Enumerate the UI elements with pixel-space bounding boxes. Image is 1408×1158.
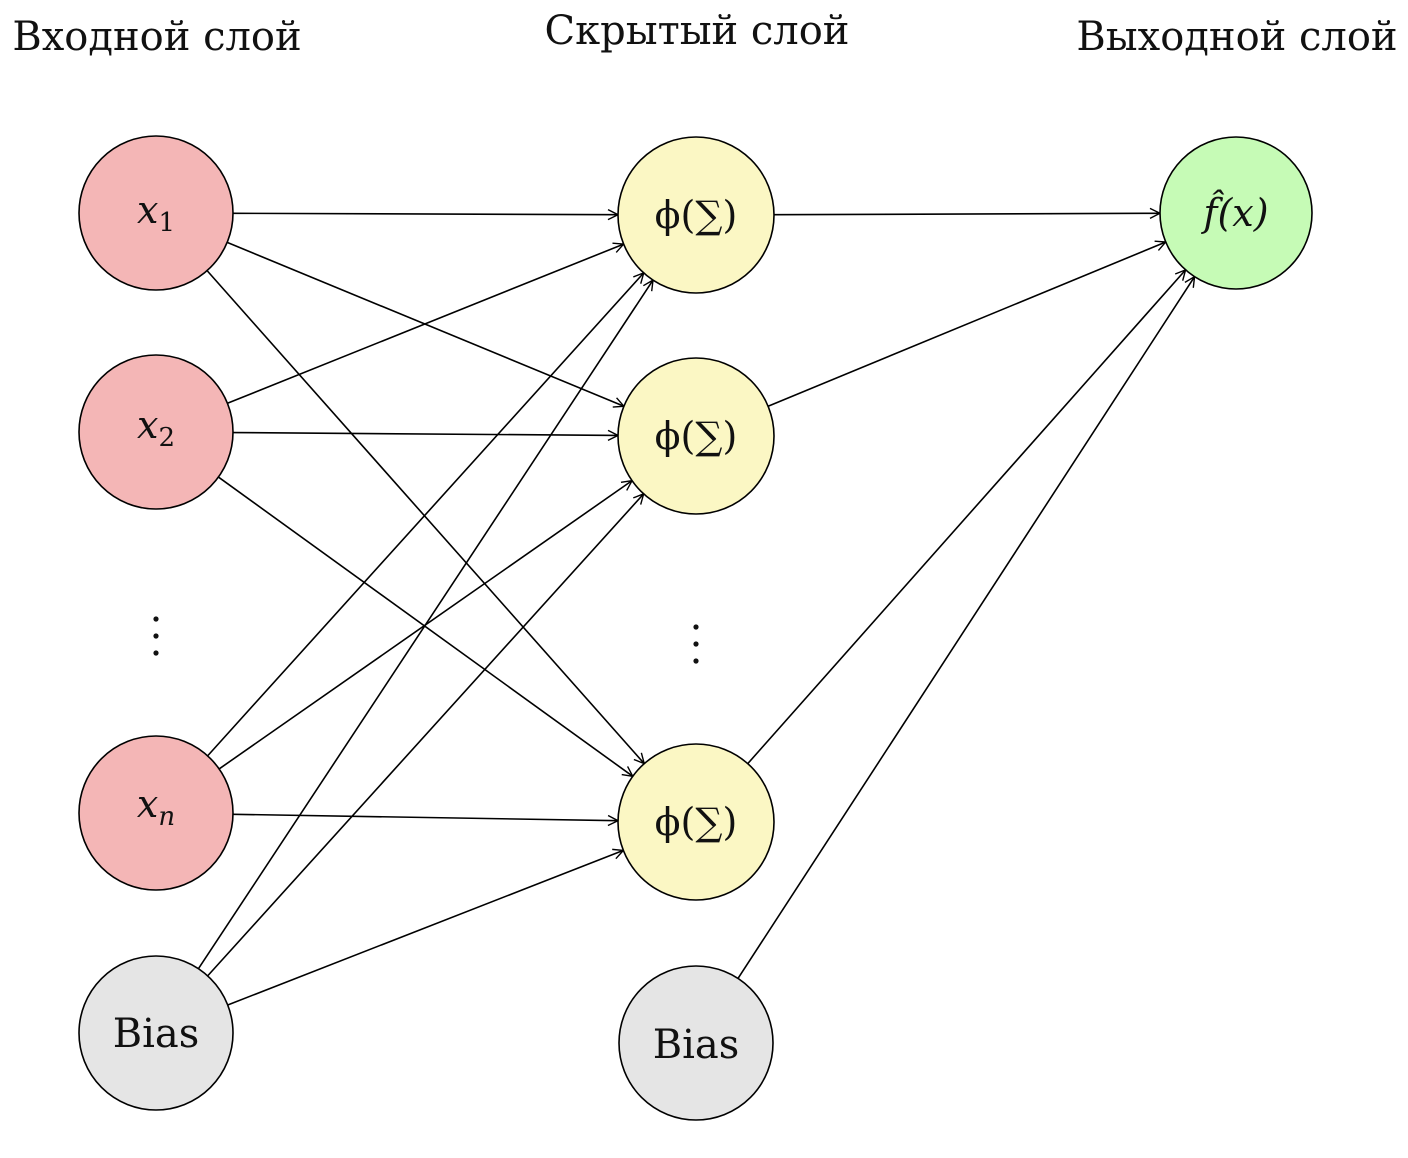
edge-bias_in-to-hn <box>227 850 624 1006</box>
edge-bias_in-to-h1 <box>197 280 653 970</box>
ellipsis-dot <box>153 633 159 639</box>
hidden-bias-node: Bias <box>618 965 774 1121</box>
edge-h2-to-out <box>767 242 1166 407</box>
connections <box>197 213 1195 1006</box>
output-layer-title: Выходной слой <box>1076 14 1397 60</box>
edge-h1-to-out <box>773 213 1160 214</box>
input-node-x2: x2 <box>78 354 234 510</box>
edge-bias_in-to-h2 <box>207 494 644 977</box>
node-circle <box>78 735 234 891</box>
node-circle <box>1159 136 1313 290</box>
input-ellipsis <box>153 616 159 656</box>
edge-xn-to-h1 <box>207 273 644 757</box>
edge-bias_hidden-to-out <box>737 277 1195 979</box>
input-layer-title: Входной слой <box>12 14 301 60</box>
node-circle <box>617 136 775 294</box>
node-label: Bias <box>653 1022 740 1068</box>
hidden-layer-title: Скрытый слой <box>545 8 850 54</box>
node-circle <box>78 354 234 510</box>
node-label: ϕ(∑) <box>655 800 738 844</box>
ellipsis-dot <box>153 650 159 656</box>
input-node-x1: x1 <box>78 135 234 291</box>
edge-x1-to-hn <box>206 270 644 764</box>
ellipsis-dot <box>693 641 699 647</box>
hidden-node-2: ϕ(∑) <box>617 357 775 515</box>
node-label: Bias <box>113 1011 200 1057</box>
node-circle <box>618 965 774 1121</box>
edge-x2-to-hn <box>217 476 632 776</box>
node-label: ϕ(∑) <box>655 193 738 237</box>
edge-x2-to-h2 <box>232 433 618 436</box>
hidden-node-1: ϕ(∑) <box>617 136 775 294</box>
edge-x2-to-h1 <box>227 244 623 405</box>
input-node-xn: xn <box>78 735 234 891</box>
ellipsis-dot <box>693 624 699 630</box>
node-circle <box>617 743 775 901</box>
output-node: f̂(x) <box>1159 136 1313 290</box>
node-circle <box>78 135 234 291</box>
ellipsis-dot <box>693 658 699 664</box>
node-label: xn <box>137 782 175 832</box>
edge-xn-to-hn <box>232 813 618 820</box>
edge-hn-to-out <box>747 270 1186 765</box>
node-label: x1 <box>137 188 175 238</box>
node-label: ϕ(∑) <box>655 414 738 458</box>
edge-x1-to-h1 <box>232 213 618 214</box>
hidden-node-n: ϕ(∑) <box>617 743 775 901</box>
node-circle <box>78 955 234 1111</box>
input-bias-node: Bias <box>78 955 234 1111</box>
node-circle <box>617 357 775 515</box>
node-label: f̂(x) <box>1200 190 1268 235</box>
hidden-ellipsis <box>693 624 699 664</box>
node-label: x2 <box>137 403 175 453</box>
ellipsis-dot <box>153 616 159 622</box>
